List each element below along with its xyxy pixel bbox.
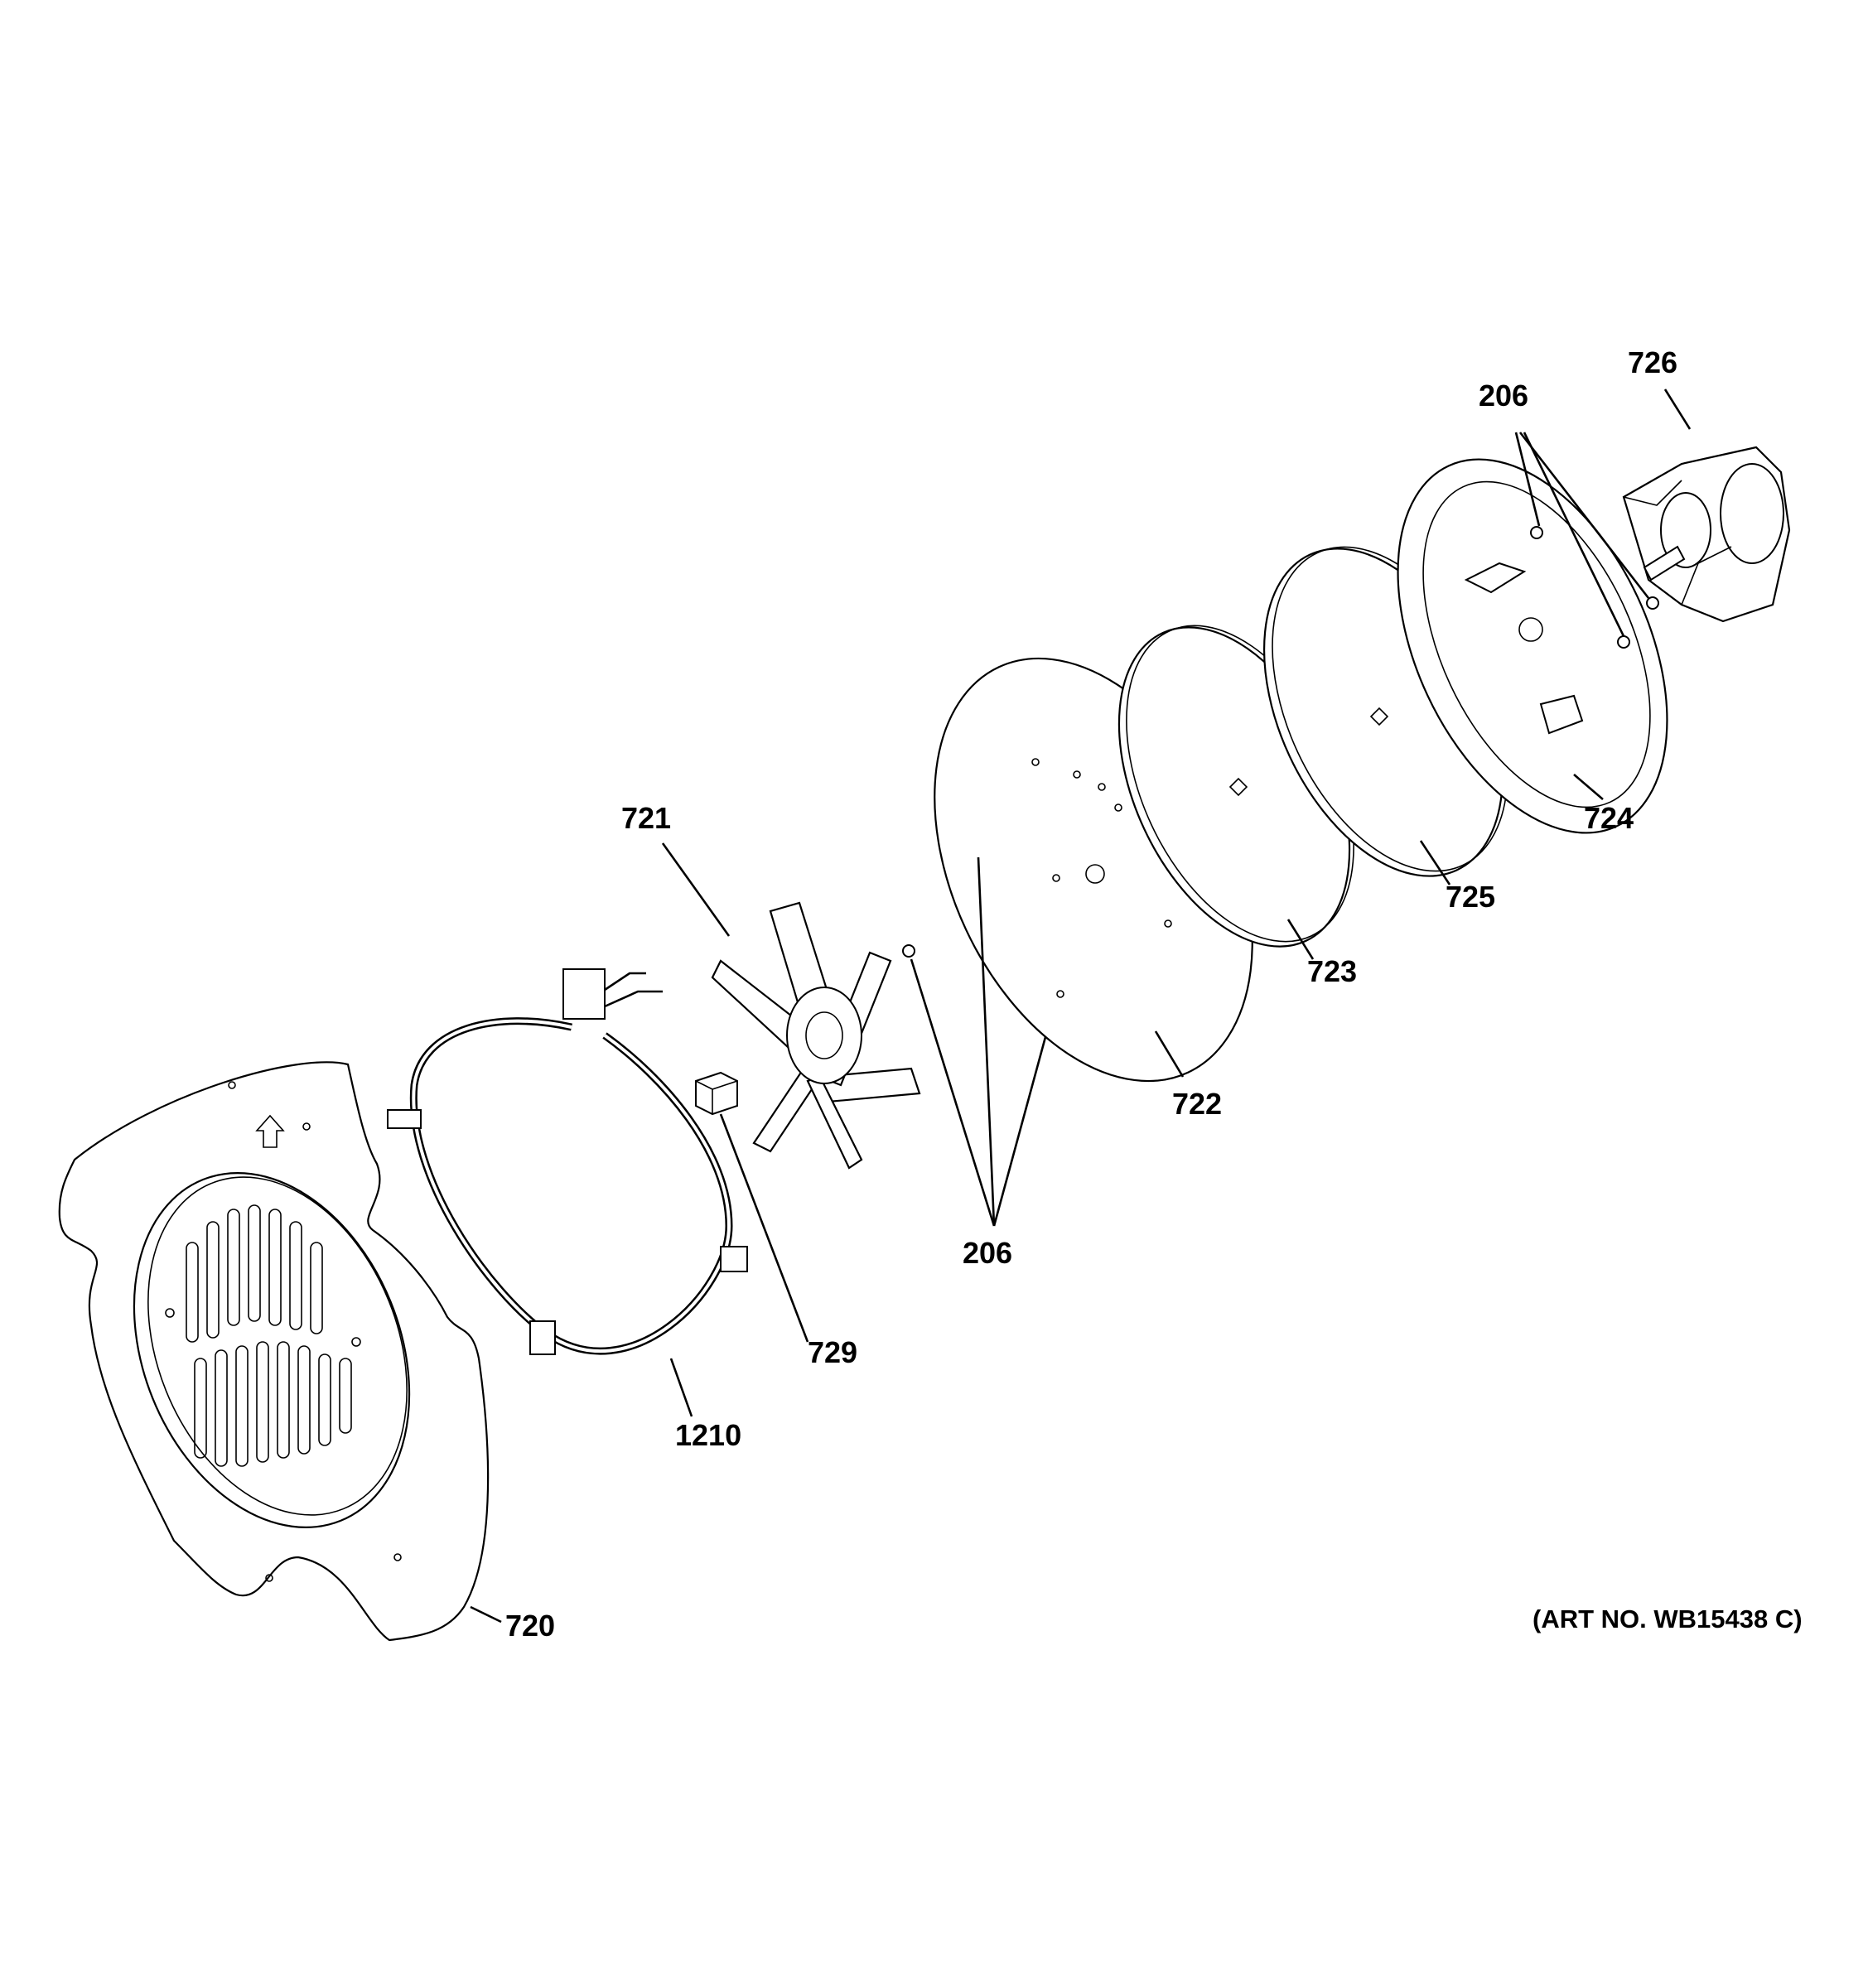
callout-724: 724 [1584,801,1634,835]
grille-slots [186,1204,352,1467]
part-729-coupling [695,1071,738,1116]
part-721-fan-blade [711,901,921,1170]
callout-721: 721 [621,801,671,835]
callout-722: 722 [1172,1087,1222,1121]
callout-723: 723 [1307,954,1357,988]
callout-725: 725 [1446,880,1495,914]
part-206-rear-screws [1530,526,1659,649]
part-726-motor [1622,446,1791,623]
leader-lines [470,388,1692,1624]
callout-206-rear: 206 [1479,379,1528,413]
callout-729: 729 [808,1335,857,1369]
part-724-mounting-ring [1397,458,1668,834]
callout-206-front: 206 [963,1236,1012,1270]
callout-726: 726 [1628,345,1677,379]
callout-1210: 1210 [675,1418,741,1452]
art-number: (ART NO. WB15438 C) [1533,1604,1803,1633]
callout-720: 720 [505,1609,555,1643]
part-720-back-cover [58,1061,490,1642]
callout-labels: 720 1210 729 721 206 722 723 725 724 206… [505,345,1803,1643]
part-1210-heating-element [387,968,748,1355]
